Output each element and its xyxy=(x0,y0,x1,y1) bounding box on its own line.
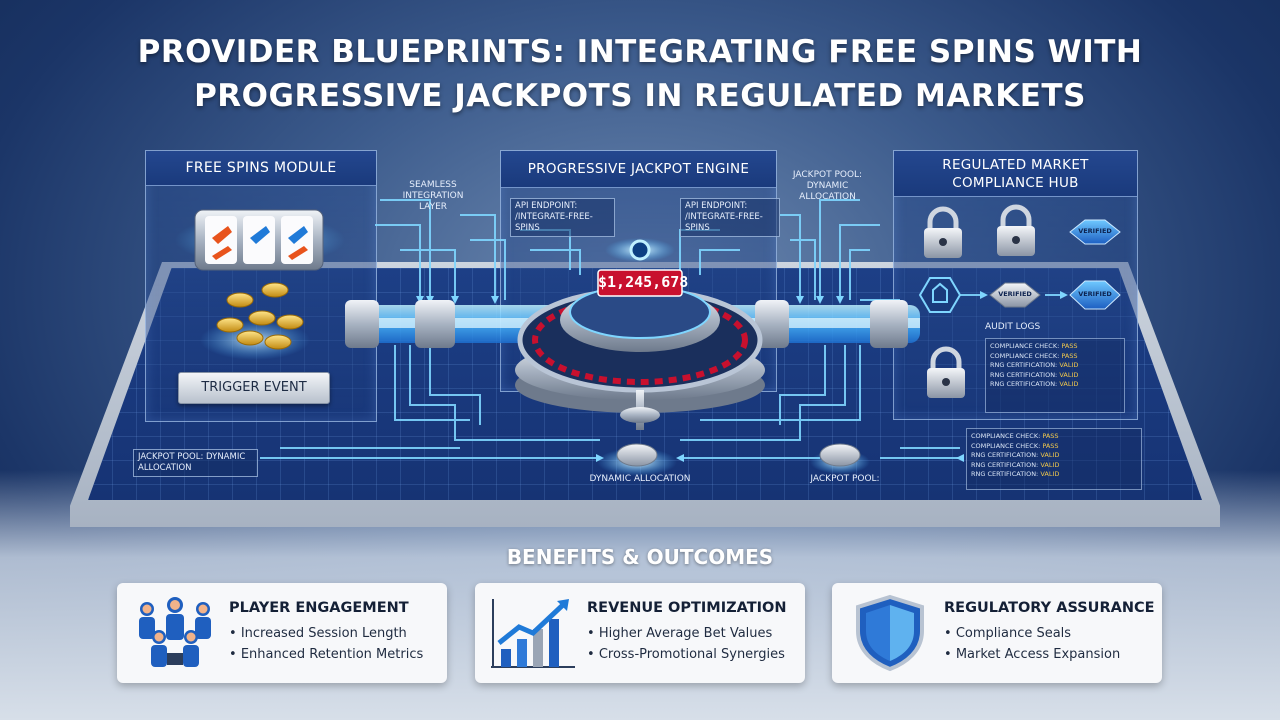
list-item: Higher Average Bet Values xyxy=(587,623,785,644)
card-list: Compliance Seals Market Access Expansion xyxy=(944,623,1120,665)
list-item: Market Access Expansion xyxy=(944,644,1120,665)
list-item: Cross-Promotional Synergies xyxy=(587,644,785,665)
list-item: Compliance Seals xyxy=(944,623,1120,644)
audit-row: Compliance Check: Pass xyxy=(971,441,1059,450)
compliance-header-line-1: Regulated Market xyxy=(942,157,1089,173)
integration-layer-label: Seamless Integration Layer xyxy=(402,180,464,212)
verified-badge-1: Verified xyxy=(1078,227,1112,235)
card-title: Player Engagement xyxy=(229,600,409,616)
compliance-header-line-2: Compliance Hub xyxy=(952,175,1079,191)
dynamic-allocation-label: Dynamic Allocation xyxy=(589,474,691,484)
title-line-1: Provider Blueprints: Integrating Free Sp… xyxy=(137,34,1143,70)
page-title: Provider Blueprints: Integrating Free Sp… xyxy=(40,30,1240,118)
padlock-icons xyxy=(924,204,1035,398)
free-spins-header: Free Spins Module xyxy=(146,151,376,186)
compliance-hub-header: Regulated Market Compliance Hub xyxy=(894,151,1137,197)
audit-row: RNG Certification: Valid xyxy=(971,451,1060,459)
players-icon xyxy=(139,597,211,667)
jackpot-pool-top-label: Jackpot Pool: Dynamic Allocation xyxy=(792,170,863,202)
growth-chart-icon xyxy=(491,599,575,668)
benefit-card-regulatory-assurance: Regulatory Assurance Compliance Seals Ma… xyxy=(832,583,1162,683)
api-endpoint-right: API Endpoint: /integrate-free-spins xyxy=(680,198,780,237)
slot-machine-icon xyxy=(175,209,345,271)
jackpot-pool-label: Jackpot Pool: xyxy=(810,474,880,484)
jackpot-amount: $1,245,678 xyxy=(598,273,689,291)
allocation-nodes xyxy=(597,443,870,476)
audit-row: Compliance Check: Pass xyxy=(990,342,1078,350)
audit-logs-title: Audit Logs xyxy=(985,322,1041,332)
api-endpoint-left: API Endpoint: /integrate-free-spins xyxy=(510,198,615,237)
audit-row: Compliance Check: Pass xyxy=(971,432,1059,440)
list-item: Increased Session Length xyxy=(229,623,423,644)
audit-row: RNG Certification: Valid xyxy=(971,460,1060,469)
audit-log-panel: Compliance Check: Pass Compliance Check:… xyxy=(985,338,1125,413)
jackpot-engine-header: Progressive Jackpot Engine xyxy=(501,151,776,188)
card-list: Higher Average Bet Values Cross-Promotio… xyxy=(587,623,785,665)
card-list: Increased Session Length Enhanced Retent… xyxy=(229,623,423,665)
card-title: Revenue Optimization xyxy=(587,600,787,616)
audit-row: Compliance Check: Pass xyxy=(990,351,1078,360)
verified-badges xyxy=(918,219,1121,313)
audit-row: RNG Certification: Valid xyxy=(990,380,1079,388)
benefit-card-player-engagement: Player Engagement Increased Session Leng… xyxy=(117,583,447,683)
benefit-card-revenue-optimization: Revenue Optimization Higher Average Bet … xyxy=(475,583,805,683)
audit-row: RNG Certification: Valid xyxy=(971,470,1060,478)
audit-row: RNG Certification: Valid xyxy=(990,361,1079,369)
audit-row: RNG Certification: Valid xyxy=(990,370,1079,379)
coins-icon xyxy=(200,282,310,360)
audit-log-board: Compliance Check: Pass Compliance Check:… xyxy=(966,428,1142,490)
flow-arrows xyxy=(416,291,1068,462)
jackpot-wheel xyxy=(515,238,765,430)
shield-icon xyxy=(856,594,924,672)
jackpot-pool-left-label: Jackpot Pool: Dynamic Allocation xyxy=(133,449,258,477)
card-title: Regulatory Assurance xyxy=(944,600,1155,616)
list-item: Enhanced Retention Metrics xyxy=(229,644,423,665)
trigger-event-button[interactable]: Trigger Event xyxy=(178,372,330,404)
verified-badge-2: Verified xyxy=(1078,290,1112,298)
title-line-2: Progressive Jackpots in Regulated Market… xyxy=(194,78,1086,114)
benefits-title: Benefits & Outcomes xyxy=(506,545,774,569)
verified-badge-3: Verified xyxy=(998,290,1032,298)
